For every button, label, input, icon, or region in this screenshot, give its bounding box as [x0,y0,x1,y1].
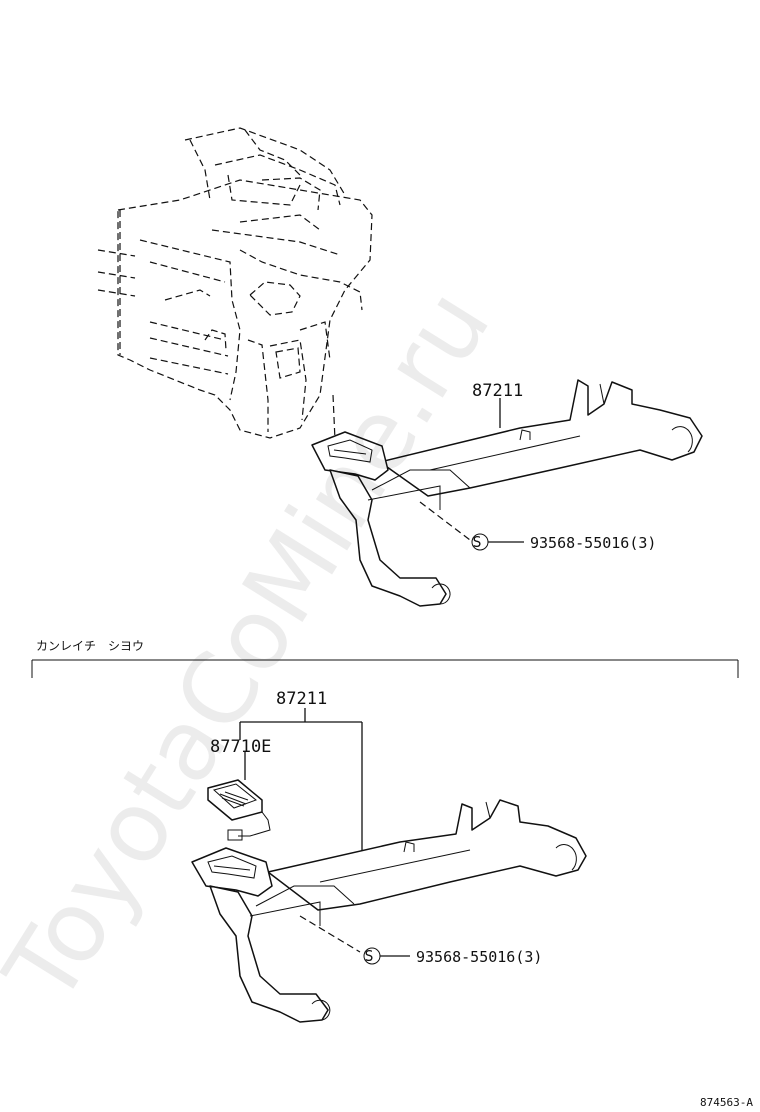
lower-part-number: 87211 [276,689,327,709]
lower-sub-part-number: 87710E [210,737,271,757]
heater-unit-outline [97,127,373,441]
upper-screw-leader [419,501,524,551]
lower-duct [191,799,587,1023]
lower-part-bracket [239,708,363,860]
lower-screw-symbol: S [364,947,373,965]
section-bracket [31,659,739,678]
upper-part-number: 87211 [472,381,523,401]
upper-duct [311,379,703,607]
figure-id: 874563-A [700,1096,753,1109]
upper-screw-symbol: S [472,533,481,551]
lower-screw-callout: 93568-55016(3) [416,948,542,966]
lower-screw-leader [299,915,410,965]
section-label: カンレイチ シヨウ [36,639,144,653]
upper-screw-callout: 93568-55016(3) [530,534,656,552]
sensor-87710E [207,779,271,841]
